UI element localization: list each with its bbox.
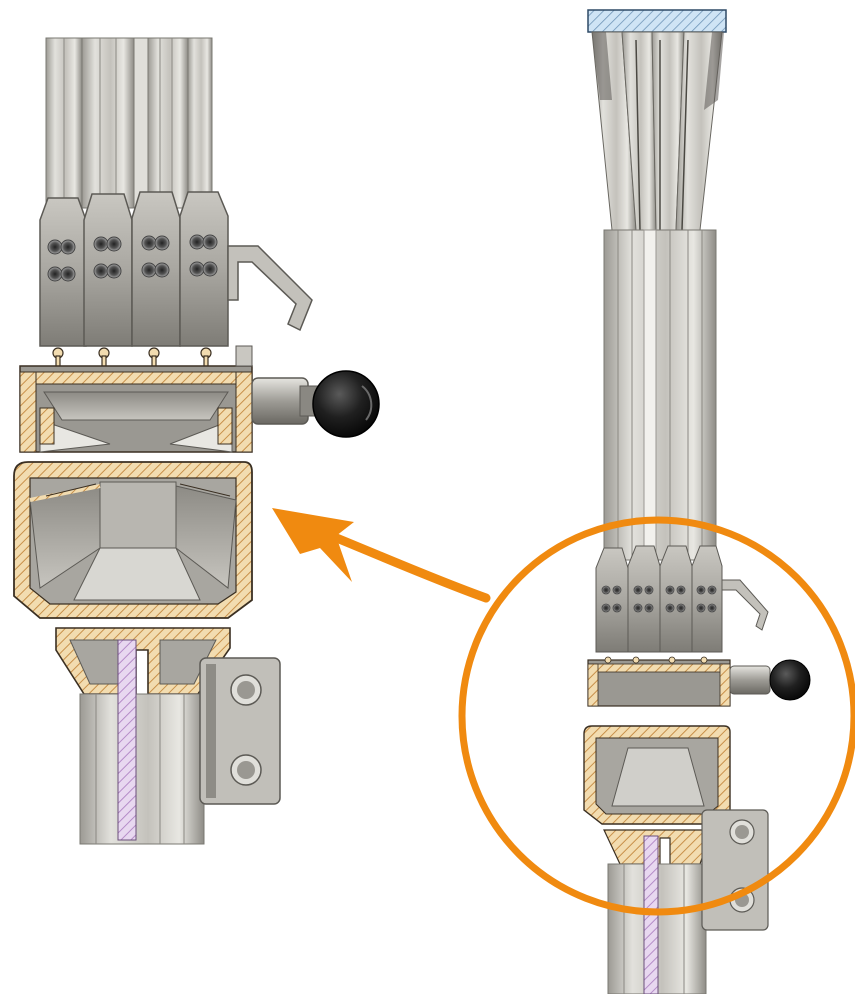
clamp-block — [131, 191, 181, 347]
mounting-bracket — [199, 657, 281, 805]
small-clamp-blocks — [595, 545, 769, 653]
lower-rail — [79, 639, 205, 845]
side-lever — [227, 245, 313, 332]
upper-rails — [45, 37, 213, 209]
clamp-block — [39, 197, 87, 347]
right-full-view — [583, 9, 811, 994]
clamp-knob — [251, 370, 380, 438]
fanned-rails — [591, 31, 724, 231]
clamp-blocks — [39, 191, 229, 347]
long-rails — [603, 229, 717, 561]
clamp-block — [83, 193, 133, 347]
top-cap-section — [587, 9, 727, 33]
main-profile-section — [13, 461, 253, 619]
small-lower-rail — [607, 835, 707, 994]
small-bracket — [701, 809, 769, 931]
small-carriage — [587, 656, 811, 707]
left-detail-view — [13, 37, 380, 845]
detail-circle-icon — [458, 516, 855, 916]
clamp-block — [179, 191, 229, 347]
curved-arrow-icon — [272, 508, 491, 603]
carriage-section — [19, 345, 253, 453]
